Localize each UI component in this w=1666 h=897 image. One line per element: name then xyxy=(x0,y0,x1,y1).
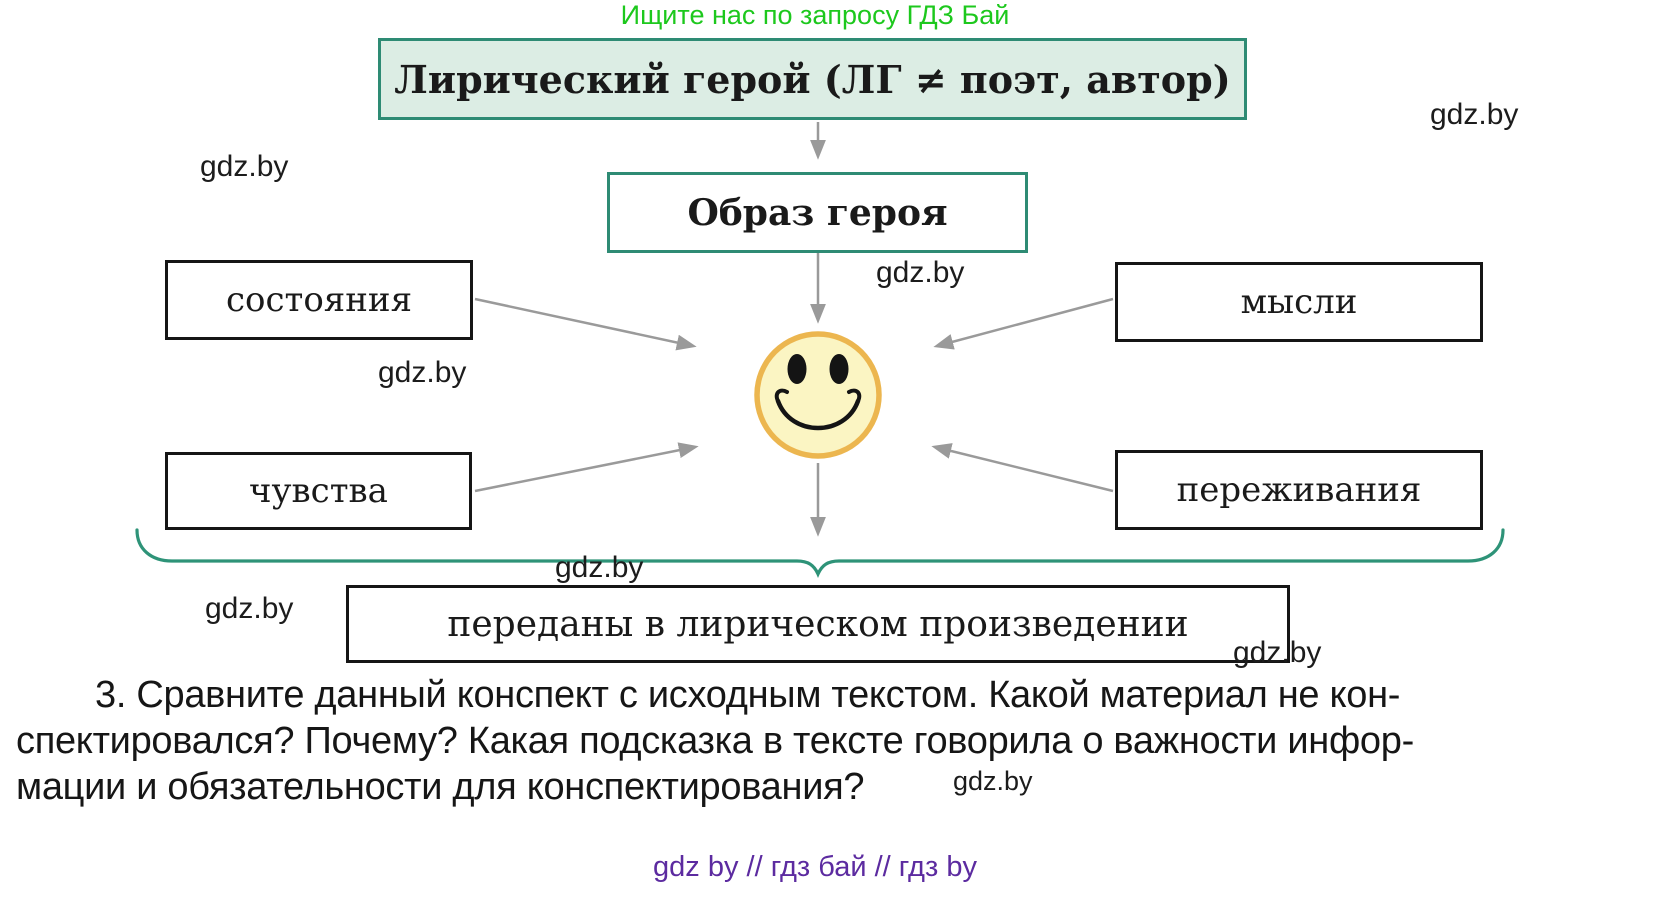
watermark-lower-left: gdz.by xyxy=(205,592,294,625)
exercise-line-1: 3. Сравните данный конспект с исходным т… xyxy=(95,674,1401,716)
exercise-line-3: мации и обязательности для конспектирова… xyxy=(16,766,865,808)
arrow-perezhivaniya-to-smiley xyxy=(931,443,1114,493)
aspect-label: переживания xyxy=(1176,470,1422,510)
aspect-box-sostoyaniya: состояния xyxy=(165,260,473,340)
arrow-sostoyaniya-to-smiley xyxy=(474,297,697,351)
aspect-label: состояния xyxy=(225,280,413,320)
conclusion-box: переданы в лирическом произведении xyxy=(346,585,1290,663)
aspect-label: мысли xyxy=(1240,282,1358,322)
arrow-mysli-to-smiley xyxy=(933,297,1114,350)
hero-image-box: Образ героя xyxy=(607,172,1028,253)
watermark-upper-left: gdz.by xyxy=(200,150,289,183)
diagram-title-box: Лирический герой (ЛГ ≠ поэт, автор) xyxy=(378,38,1247,120)
aspect-label: чувства xyxy=(249,471,388,511)
promo-top-text: Ищите нас по запросу ГДЗ Бай xyxy=(620,0,1010,30)
watermark-lower-right: gdz.by xyxy=(1233,636,1322,669)
diagram-title: Лирический герой (ЛГ ≠ поэт, автор) xyxy=(394,56,1231,102)
brace xyxy=(135,528,1505,578)
conclusion-label: переданы в лирическом произведении xyxy=(447,603,1189,645)
promo-bottom-text: gdz by // гдз бай // гдз by xyxy=(653,851,977,883)
aspect-box-chuvstva: чувства xyxy=(165,452,472,530)
smiley-face-icon xyxy=(754,331,882,459)
aspect-box-perezhivaniya: переживания xyxy=(1115,450,1483,530)
exercise-line-2: спектировался? Почему? Какая подсказка в… xyxy=(16,720,1414,762)
hero-image-label: Образ героя xyxy=(687,191,948,234)
watermark-mid-left: gdz.by xyxy=(378,356,467,389)
watermark-paragraph: gdz.by xyxy=(953,766,1033,796)
watermark-top-right: gdz.by xyxy=(1430,98,1519,131)
aspect-box-mysli: мысли xyxy=(1115,262,1483,342)
watermark-above-final: gdz.by xyxy=(555,551,644,584)
arrow-chuvstva-to-smiley xyxy=(474,442,699,493)
watermark-mid-center: gdz.by xyxy=(876,256,965,289)
